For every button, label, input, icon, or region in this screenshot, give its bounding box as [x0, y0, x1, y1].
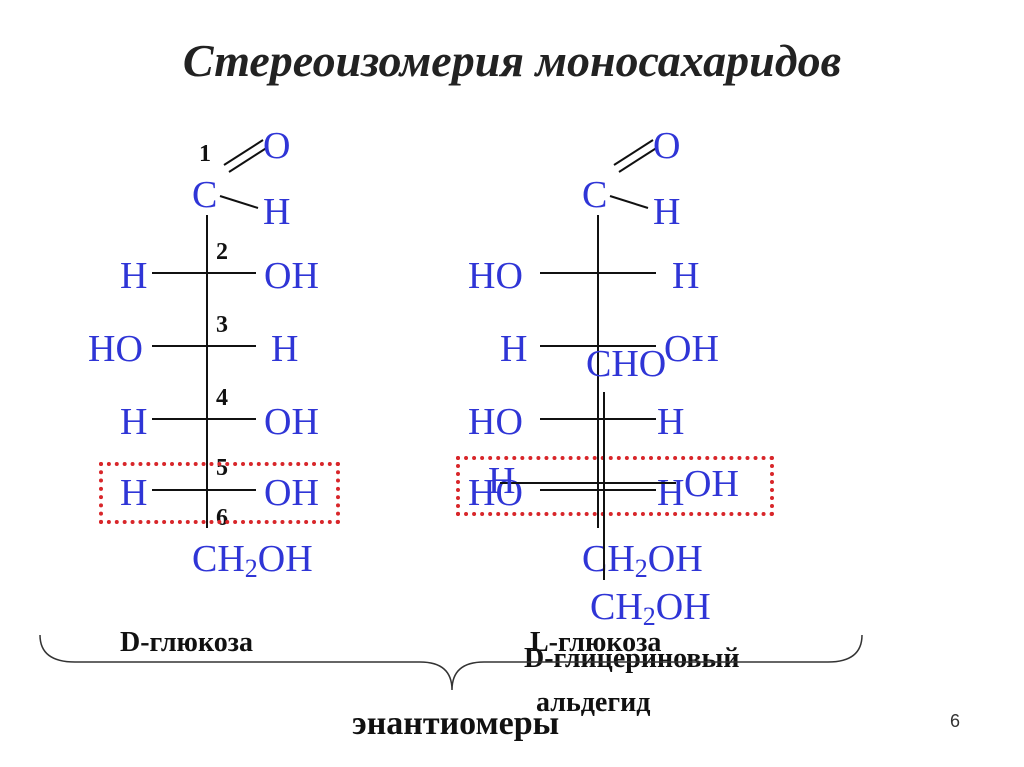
d-c2-left: H: [120, 255, 148, 297]
d-c2-right: OH: [264, 255, 319, 297]
glyceraldehyde-bond: [500, 482, 676, 484]
d-bond-c3: [152, 345, 256, 347]
d-glucose-name: D-глюкоза: [120, 627, 253, 658]
l-glucose-c5-highlight: [456, 456, 774, 516]
l-glucose-name: L-глюкоза: [530, 627, 662, 658]
carbon-number-1: 1: [199, 141, 211, 167]
l-bond-c5: [540, 489, 656, 491]
l-c1-hydrogen: H: [653, 191, 681, 233]
l-c1-carbon: C: [582, 174, 608, 216]
l-bond-c2: [540, 272, 656, 274]
d-c3-left: HO: [88, 328, 143, 370]
l-c3-right: OH: [664, 328, 719, 370]
d-bond-c5: [152, 489, 256, 491]
glyceraldehyde-left: H: [488, 460, 516, 502]
glyceraldehyde-cho: CHO: [586, 343, 667, 385]
glyceraldehyde-backbone: [603, 392, 605, 580]
l-c2-left: HO: [468, 255, 523, 297]
l-glucose-backbone: [597, 215, 599, 528]
d-c4-right: OH: [264, 401, 319, 443]
d-c1-carbon: C: [192, 174, 218, 216]
d-c5-right: OH: [264, 472, 319, 514]
l-bond-c3: [540, 345, 656, 347]
l-c5-right: H: [657, 472, 685, 514]
d-bond-c2: [152, 272, 256, 274]
glyceraldehyde-name-line2: альдегид: [536, 687, 651, 718]
carbon-number-2: 2: [216, 239, 228, 265]
d-c4-left: H: [120, 401, 148, 443]
glyceraldehyde-bottom: CH2OH: [590, 586, 711, 631]
d-glucose-c5-highlight: [99, 462, 340, 524]
l-c3-left: H: [500, 328, 528, 370]
carbon-number-6: 6: [216, 505, 228, 531]
d-c6-group: CH2OH: [192, 538, 313, 583]
slide-title: Стереоизомерия моносахаридов: [182, 35, 842, 86]
glyceraldehyde-name-line1: D-глицериновый: [524, 643, 740, 674]
carbon-number-4: 4: [216, 385, 228, 411]
carbon-number-3: 3: [216, 312, 228, 338]
l-c4-right: H: [657, 401, 685, 443]
l-c1-oxygen: O: [653, 125, 681, 167]
page-number: 6: [950, 711, 961, 731]
l-bond-c4: [540, 418, 656, 420]
l-c6-group: CH2OH: [582, 538, 703, 583]
glyceraldehyde-right: OH: [684, 463, 739, 505]
l-c4-left: HO: [468, 401, 523, 443]
d-c5-left: H: [120, 472, 148, 514]
l-c5-left: HO: [468, 472, 523, 514]
d-bond-c4: [152, 418, 256, 420]
enantiomers-label: энантиомеры: [352, 705, 560, 742]
l-c2-right: H: [672, 255, 700, 297]
d-c1-oxygen: O: [263, 125, 291, 167]
d-glucose-backbone: [206, 215, 208, 528]
d-c1-hydrogen: H: [263, 191, 291, 233]
d-c3-right: H: [271, 328, 299, 370]
